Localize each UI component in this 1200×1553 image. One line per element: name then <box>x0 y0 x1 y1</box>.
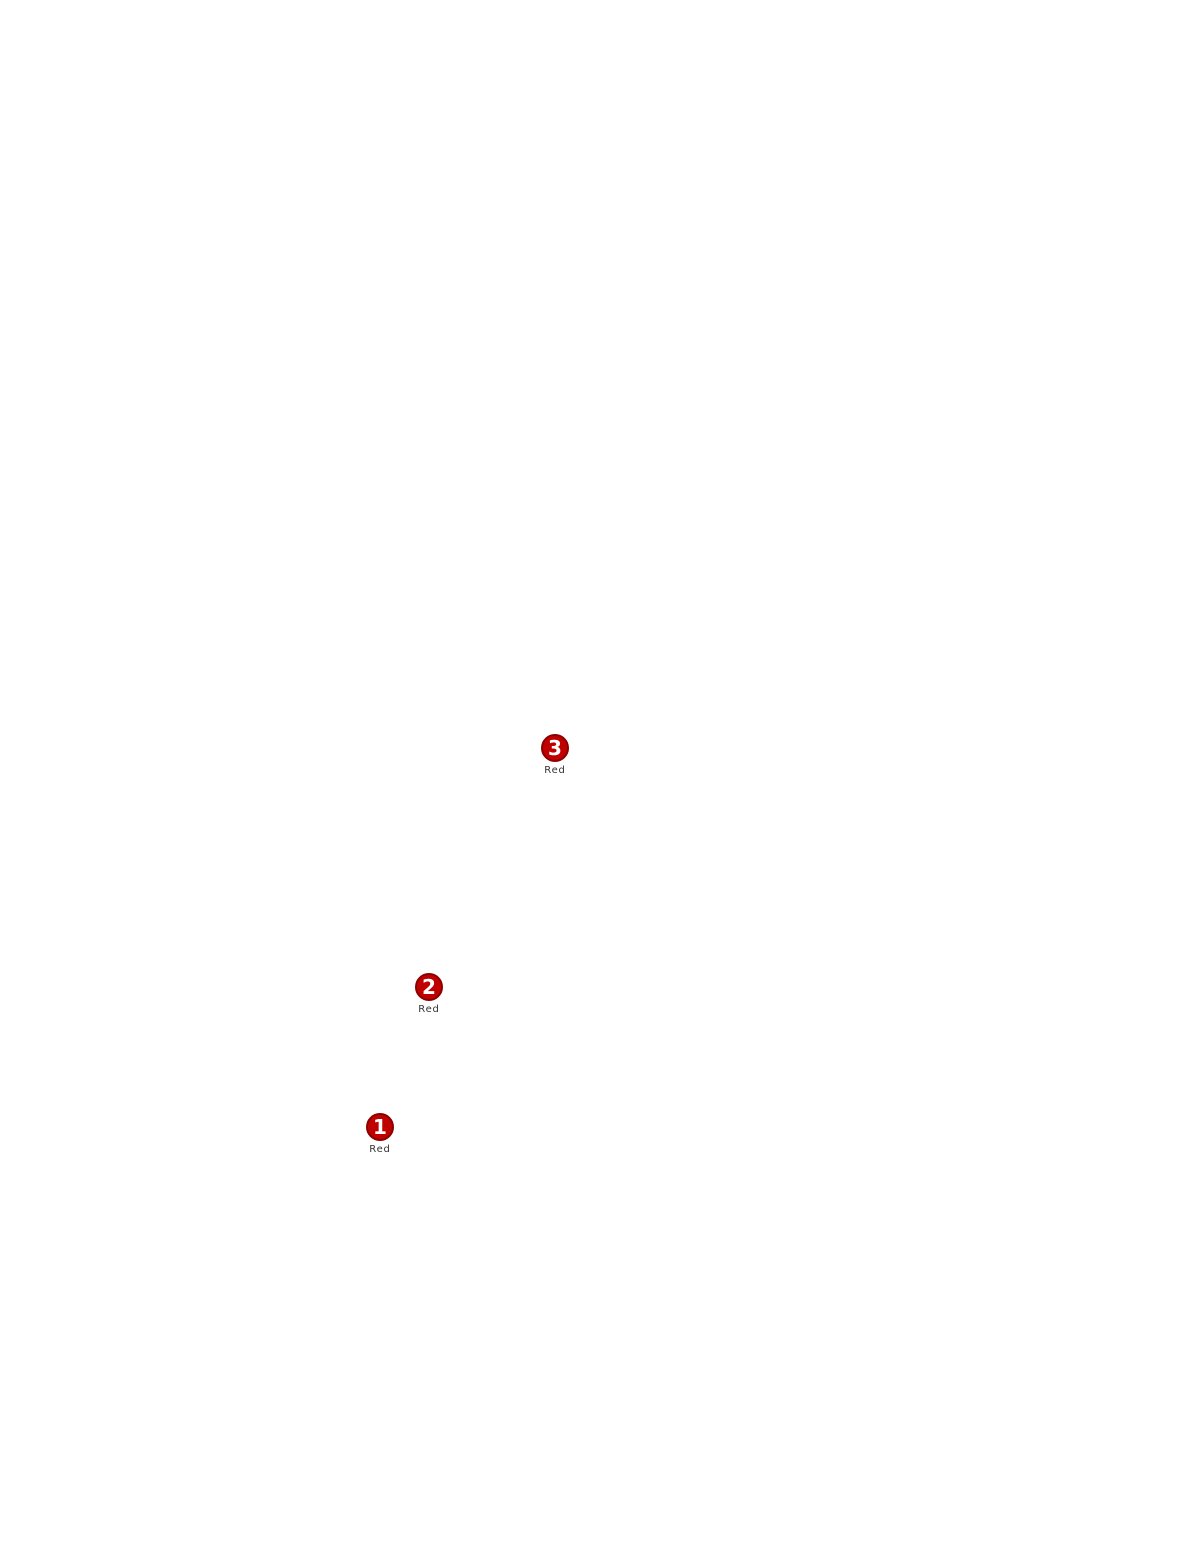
marker-label: Red <box>544 765 566 776</box>
marker-label: Red <box>418 1004 440 1015</box>
marker-number-badge: 2 <box>415 973 443 1001</box>
marker-number-badge: 1 <box>366 1113 394 1141</box>
map-marker-3[interactable]: 3 Red <box>525 733 585 781</box>
marker-number-badge: 3 <box>541 734 569 762</box>
map-marker-1[interactable]: 1 Red <box>350 1112 410 1160</box>
marker-label: Red <box>369 1144 391 1155</box>
map-marker-2[interactable]: 2 Red <box>399 972 459 1020</box>
